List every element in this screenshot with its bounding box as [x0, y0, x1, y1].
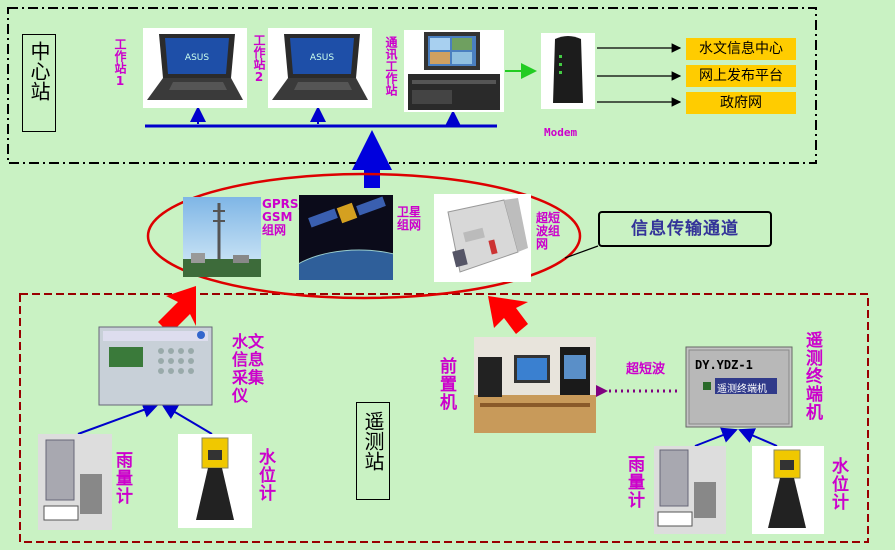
uhf-link-label: 超短波: [626, 362, 666, 377]
rain-left-label: 雨量计: [116, 451, 133, 507]
rain-right-link: [694, 427, 738, 447]
center-station-title: 中心站: [27, 41, 51, 101]
modem-label: Modem: [544, 126, 578, 139]
terminal-box-name: 遥测终端机: [717, 384, 767, 395]
remote-station-title: 遥测站: [361, 411, 385, 471]
terminal-box-title: DY.YDZ-1: [695, 358, 753, 372]
level-left-link: [161, 403, 213, 435]
rain-gauge-left: [38, 434, 112, 530]
red-arrow-right: [488, 296, 528, 334]
remote-station-title-box: 遥测站: [356, 402, 390, 500]
comm-workstation: [404, 30, 504, 112]
svg-text:ASUS: ASUS: [310, 53, 334, 63]
rain-left-link: [77, 402, 159, 435]
level-right-link: [738, 428, 778, 447]
terminal-box: DY.YDZ-1 遥测终端机: [685, 346, 793, 428]
gprs-tower-photo: [183, 197, 261, 277]
output-web-platform: 网上发布平台: [686, 65, 796, 87]
channel-callout: 信息传输通道: [598, 211, 772, 247]
level-gauge-right: [752, 446, 824, 534]
front-pc-photo: [474, 337, 596, 433]
uplink-arrow: [352, 130, 392, 188]
collector-device: [97, 325, 214, 407]
uhf-label: 超短波组网: [536, 211, 561, 251]
rain-gauge-right: [654, 446, 726, 534]
satellite-photo: [299, 195, 393, 280]
output-hydro-center: 水文信息中心: [686, 38, 796, 60]
center-station-title-box: 中心站: [22, 34, 56, 132]
satellite-label: 卫星组网: [397, 205, 422, 232]
network-ellipse: [146, 172, 582, 300]
ws1-label: 工作站1: [113, 38, 127, 88]
uhf-radio-photo: [434, 194, 531, 282]
terminal-label: 遥测终端机: [806, 331, 823, 423]
front-pc-label: 前置机: [440, 357, 457, 413]
comm-ws-label: 通讯工作站: [384, 36, 398, 96]
modem-device: [541, 33, 595, 109]
channel-label: 信息传输通道: [631, 219, 739, 239]
level-gauge-left: [178, 434, 252, 528]
level-left-label: 水位计: [259, 448, 276, 504]
ws2-label: 工作站2: [252, 34, 266, 84]
svg-text:ASUS: ASUS: [185, 53, 209, 63]
rain-right-label: 雨量计: [628, 455, 645, 511]
callout-line: [564, 245, 599, 259]
output-gov-net: 政府网: [686, 92, 796, 114]
red-arrow-left: [158, 286, 196, 334]
gprs-label: GPRS/GSM组网: [262, 197, 303, 237]
laptop-2: ASUS: [268, 28, 372, 108]
collector-label: 水文信息采集仪: [232, 332, 265, 405]
laptop-1: ASUS: [143, 28, 247, 108]
center-station-border: [7, 7, 817, 164]
level-right-label: 水位计: [832, 457, 849, 513]
